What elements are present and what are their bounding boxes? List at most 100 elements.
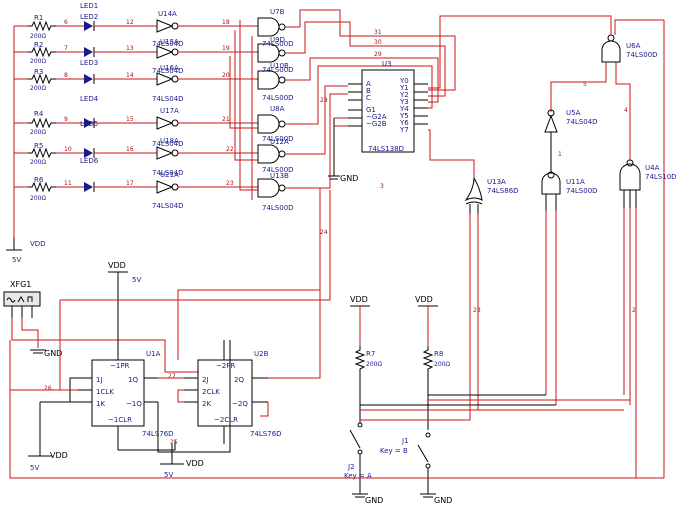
led4-ref: LED4	[80, 95, 99, 103]
net-7: 7	[64, 45, 68, 52]
resistor-r1-value: 200Ω	[30, 33, 46, 40]
j1-key: Key = B	[380, 447, 408, 455]
u6a-type: 74LS00D	[626, 51, 658, 59]
decoder-in-g2b: ~G2B	[366, 120, 387, 128]
net-18: 18	[222, 19, 230, 26]
inverter-type-2: 74LS04D	[152, 67, 184, 75]
u1a-pin-nq: ~1Q	[126, 400, 142, 408]
inverter-type-4: 74LS04D	[152, 140, 184, 148]
inverter-u5a: U5A 74LS04D	[544, 109, 598, 133]
nand-u6a: U6A 74LS00D	[601, 34, 658, 63]
net-30: 30	[374, 39, 382, 46]
u2b-pin-clk: 2CLK	[202, 388, 220, 396]
nand-type-5: 74LS00D	[262, 166, 294, 174]
u13a-ref: U13A	[487, 178, 506, 186]
resistor-r8: R8 200Ω	[422, 346, 450, 372]
u1a-pin-clr: ~1CLR	[108, 416, 132, 424]
resistor-r2-ref: R2	[34, 41, 43, 49]
inverter-type-5: 74LS04D	[152, 169, 184, 177]
u5a-type: 74LS04D	[566, 118, 598, 126]
resistor-r2-value: 200Ω	[30, 58, 46, 65]
resistor-r4-ref: R4	[34, 110, 44, 118]
r8-ref: R8	[434, 350, 443, 358]
u1a-pin-q: 1Q	[128, 376, 138, 384]
decoder-out-y6: Y6	[399, 119, 409, 127]
nand-u4a: U4A 74LS10D	[619, 159, 676, 191]
net-11: 11	[64, 180, 72, 187]
decoder-type: 74LS138D	[368, 145, 404, 153]
flipflop-u2b: U2B ~2PR 2J 2CLK 2K ~2CLR 2Q ~2Q 74LS76D	[197, 350, 282, 438]
vdd-label-r8: VDD	[415, 295, 433, 304]
decoder-in-c: C	[366, 94, 371, 102]
v5-label-left: 5V	[12, 256, 21, 264]
led-row-4: R4 200Ω LED4 U17A 74LS04D U8A	[14, 95, 286, 148]
resistor-r3-ref: R3	[34, 68, 43, 76]
decoder-in-g1: G1	[366, 106, 376, 114]
nand-type-3: 74LS00D	[262, 94, 294, 102]
inverter-u18a-ref: U18A	[160, 137, 179, 145]
resistor-r5-value: 200Ω	[30, 159, 46, 166]
inverter-type-1: 74LS04D	[152, 40, 184, 48]
nand-type-6: 74LS00D	[262, 204, 294, 212]
j1-ref: J1	[401, 437, 409, 445]
net-31: 31	[374, 29, 382, 36]
switch-j1[interactable]: J1 Key = B	[380, 432, 431, 469]
gnd-label-xfg: GND	[44, 349, 62, 358]
net-23: 23	[473, 307, 481, 314]
xor-u13a: U13A 74LS86D	[464, 176, 519, 205]
j2-ref: J2	[347, 463, 355, 471]
inverter-u21a-ref: U21A	[160, 171, 179, 179]
nand-type-4: 74LS00D	[262, 135, 294, 143]
resistor-r4-value: 200Ω	[30, 129, 46, 136]
decoder-out-y0: Y0	[399, 77, 409, 85]
nand-u7b-ref: U7B	[270, 8, 285, 16]
u11a-type: 74LS00D	[566, 187, 598, 195]
v5-label-u1b: 5V	[30, 464, 39, 472]
r7-value: 200Ω	[366, 361, 382, 368]
inverter-type-3: 74LS04D	[152, 95, 184, 103]
led5-ref: LED5	[80, 120, 98, 128]
gnd-label-j1: GND	[434, 496, 452, 505]
v5-label-u2: 5V	[164, 471, 173, 479]
u6a-ref: U6A	[626, 42, 641, 50]
xfg1-ref: XFG1	[10, 280, 31, 289]
u1a-ref: U1A	[146, 350, 161, 358]
switch-j2[interactable]: J2 Key = A	[344, 422, 372, 480]
led-row-5: R5 200Ω LED5 U18A 74LS04D U12A	[14, 120, 289, 177]
net-20: 20	[222, 72, 230, 79]
nand-u9d-ref: U9D	[270, 36, 285, 44]
u2b-pin-pr: ~2PR	[216, 362, 236, 370]
nand-type-1: 74LS00D	[262, 40, 294, 48]
gnd-label-decoder: GND	[340, 174, 358, 183]
inverter-u14a-ref: U14A	[158, 10, 177, 18]
led-row-1: R1 200Ω LED1 U14A 74LS04D U7B	[14, 2, 286, 48]
gnd-label-j2: GND	[365, 496, 383, 505]
net-10: 10	[64, 146, 72, 153]
u13a-type: 74LS86D	[487, 187, 519, 195]
nand-type-2: 74LS00D	[262, 66, 294, 74]
decoder-in-a: A	[366, 80, 371, 88]
decoder-out-y5: Y5	[399, 112, 409, 120]
net-3: 3	[380, 183, 384, 190]
u2b-pin-clr: ~2CLR	[214, 416, 238, 424]
net-14: 14	[126, 72, 134, 79]
resistor-r3-value: 200Ω	[30, 85, 46, 92]
nand-u13b-ref: U13B	[270, 172, 289, 180]
led1-ref: LED1	[80, 2, 98, 10]
decoder-in-g2a: ~G2A	[366, 113, 387, 121]
inverter-u15a-ref: U15A	[160, 38, 179, 46]
u2b-pin-nq: ~2Q	[232, 400, 248, 408]
led-row-2: R2 200Ω LED2 U15A 74LS04D U9D	[14, 13, 286, 75]
vdd-label-u1b: VDD	[50, 451, 68, 460]
led-row-6: R6 200Ω LED6 U21A 74LS04D U13B	[14, 157, 289, 210]
decoder-out-y7: Y7	[399, 126, 409, 134]
u4a-ref: U4A	[645, 164, 660, 172]
net-26: 26	[44, 385, 52, 392]
inverter-type-6: 74LS04D	[152, 202, 184, 210]
net-5: 5	[583, 81, 587, 88]
net-17: 17	[126, 180, 134, 187]
flipflop-u1a: U1A ~1PR 1J 1CLK 1K ~1CLR 1Q ~1Q 74LS76D	[91, 350, 174, 438]
u1a-pin-pr: ~1PR	[110, 362, 130, 370]
led3-ref: LED3	[80, 59, 98, 67]
net-16: 16	[126, 146, 134, 153]
